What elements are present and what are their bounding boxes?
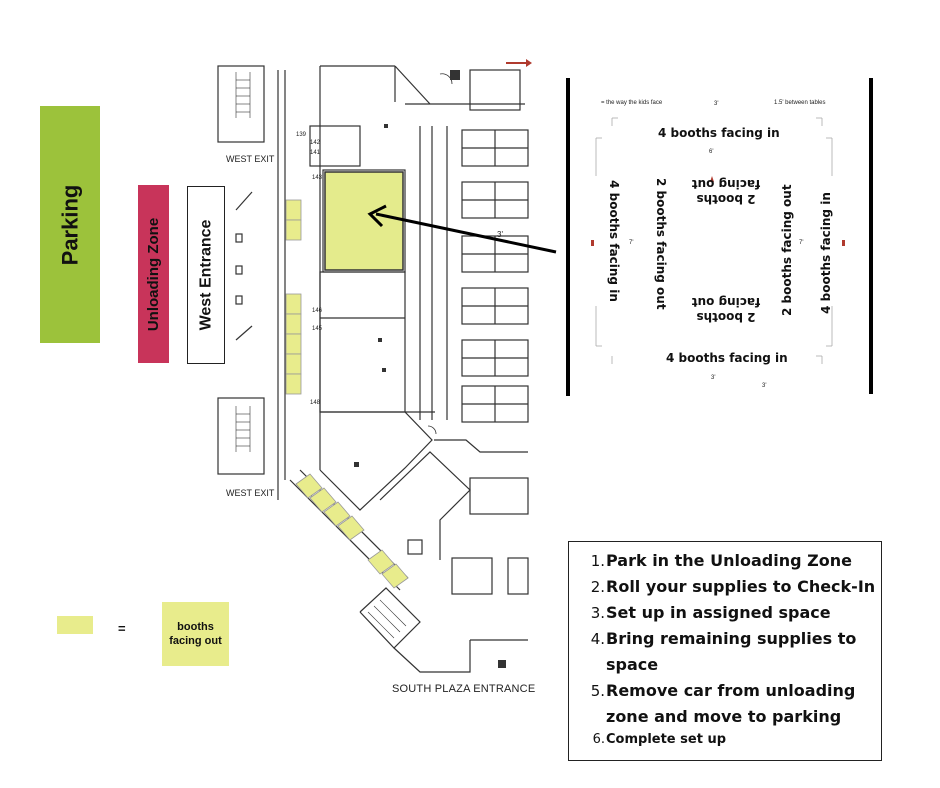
room-number: 148 [310,400,321,406]
diagram-note-right: 1.5' between tables [774,100,826,106]
diagram-dim-bottom-a: 3' [711,375,716,381]
diagram-dim-top: 3' [714,101,719,107]
room-number: 145 [312,326,323,332]
step-item: 6.Complete set up [592,732,727,747]
south-plaza-entrance: SOUTH PLAZA ENTRANCE [392,683,536,695]
booths-bottom: 4 booths facing in [666,351,788,365]
dimension-mark: 3' [497,230,503,239]
room-number: 139 [296,132,307,138]
booth [285,333,302,355]
legend-equals: = [118,621,126,636]
diagram-dim-right: 7' [799,240,804,246]
booth [285,313,302,335]
booth [323,501,351,527]
booth [337,515,365,541]
booth [285,353,302,375]
step-item: 3.Set up in assigned space [590,603,831,622]
room-number: 142 [310,140,321,146]
room-number: 141 [310,150,321,156]
booth [381,563,409,589]
booth [295,473,323,499]
booth [367,549,395,575]
booth [309,487,337,513]
booth-diagram [566,78,873,396]
west-exit-bottom: WEST EXIT [226,488,275,498]
setup-steps: 1.Park in the Unloading Zone 2.Roll your… [568,541,882,761]
west-exit-top: WEST EXIT [226,154,275,164]
floor-plan [217,59,557,673]
step-item: 2.Roll your supplies to Check-In [590,577,876,596]
legend-swatch [57,616,93,634]
legend-booth-box: booths facing out [162,602,229,666]
diagram-dim-left: 7' [629,240,634,246]
booths-right-in: 4 booths facing in [819,192,833,314]
step-item: 4.Bring remaining supplies to space [590,629,857,674]
booths-left-out: 2 booths facing out [654,178,668,310]
booths-left-in: 4 booths facing in [607,180,621,302]
diagram-note-left: = the way the kids face [601,100,663,106]
diagram-gap: 6' [709,149,714,155]
booths-center-top: 2 booths facing out [691,177,761,206]
unloading-zone: Unloading Zone [138,185,169,363]
booth [285,219,302,241]
booths-center-bottom: 2 booths facing out [691,295,761,324]
checkin-room [324,171,404,271]
booths-right-out: 2 booths facing out [780,184,794,316]
step-item: 1.Park in the Unloading Zone [590,551,852,570]
west-entrance: West Entrance [187,186,225,364]
room-number: 143 [312,175,323,181]
booth [285,293,302,315]
parking-zone: Parking [40,106,100,343]
booths-top: 4 booths facing in [658,126,780,140]
step-item: 5.Remove car from unloading zone and mov… [590,681,856,726]
booth [285,199,302,221]
diagram-dim-bottom-b: 3' [762,383,767,389]
booth [285,373,302,395]
legend-label: booths facing out [169,621,222,647]
room-number: 146 [312,308,323,314]
